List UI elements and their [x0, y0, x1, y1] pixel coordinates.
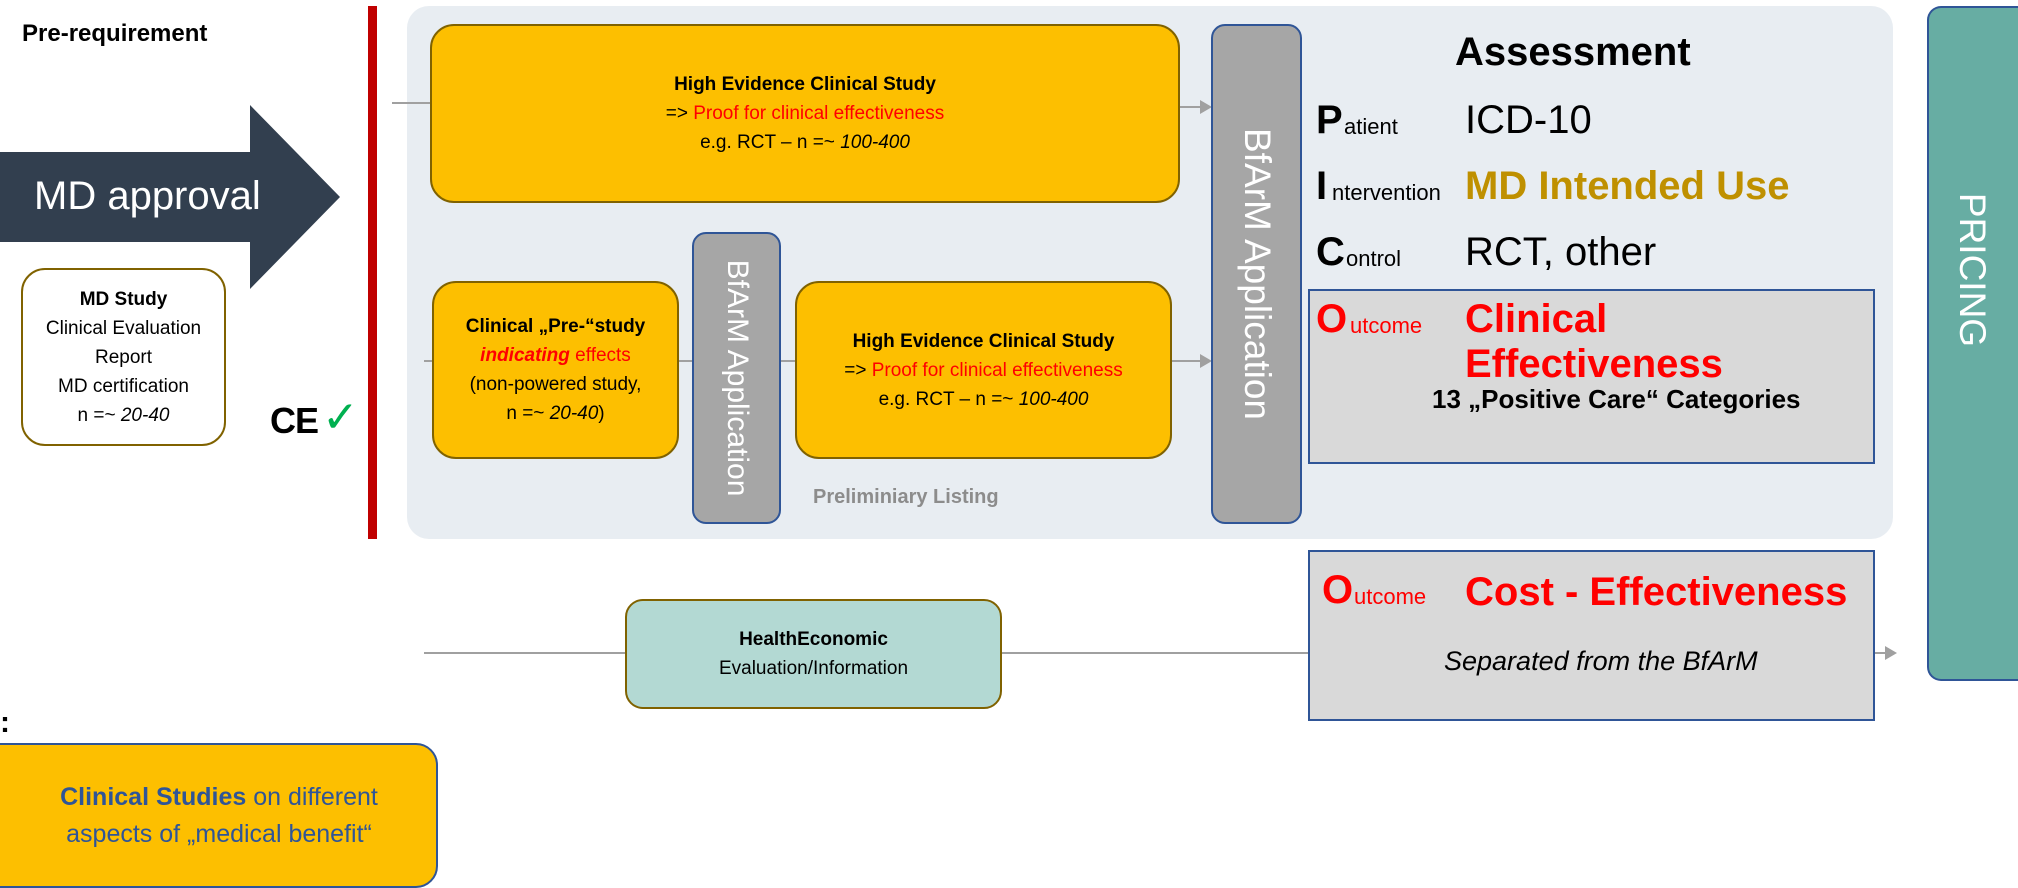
legend-bold: Clinical Studies	[60, 782, 247, 811]
md-study-n-prefix: n =~	[77, 404, 121, 426]
assessment-title: Assessment	[1455, 30, 1691, 74]
high-evidence-mid-proof-text: Proof for clinical effectiveness	[871, 359, 1123, 381]
md-study-line3: MD certification	[58, 375, 189, 397]
arrowhead-pricing	[1885, 646, 1897, 660]
high-evidence-top-proof-text: Proof for clinical effectiveness	[693, 103, 945, 124]
preliminary-listing-label: Preliminiary Listing	[813, 486, 999, 508]
connector-health-out	[1002, 652, 1308, 654]
clinical-pre-study-box: Clinical „Pre-“study indicating effects …	[432, 281, 679, 459]
high-evidence-top-eg-text: e.g. RCT – n =~	[700, 132, 841, 153]
connector-mid-a	[678, 360, 693, 362]
bfarm-small-label: BfArM Application	[720, 259, 754, 497]
md-approval-label: MD approval	[34, 174, 261, 218]
high-evidence-top-title: High Evidence Clinical Study	[674, 74, 936, 95]
high-evidence-top-eg: e.g. RCT – n =~ 100-400	[700, 128, 910, 157]
connector-top-out	[1180, 106, 1202, 108]
pricing-label: PRICING	[1951, 192, 1993, 347]
bfarm-application-large: BfArM Application	[1211, 24, 1302, 524]
control-value: RCT, other	[1465, 230, 1657, 274]
check-icon: ✓	[322, 393, 359, 442]
high-evidence-mid-arrow: =>	[844, 359, 872, 381]
pre-study-non-powered: (non-powered study,	[469, 374, 642, 395]
high-evidence-top-n: 100-400	[840, 132, 910, 153]
intervention-value: MD Intended Use	[1465, 164, 1790, 208]
cost-outcome-rest: utcome	[1354, 584, 1427, 609]
health-economic-subtitle: Evaluation/Information	[718, 658, 909, 679]
pre-study-title: Clinical „Pre-“study	[465, 316, 646, 337]
high-evidence-top-arrow: =>	[665, 103, 694, 124]
cost-outcome-box: O utcome Cost - Effectiveness Separated …	[1308, 550, 1875, 721]
ce-mark: CE	[270, 400, 319, 441]
pico-patient-row: P atient ICD-10	[1316, 98, 1876, 148]
clinical-outcome-letter: O	[1316, 297, 1348, 341]
health-economic-title: HealthEconomic	[739, 629, 888, 650]
legend-colon: :	[0, 706, 10, 739]
cost-outcome-letter: O	[1322, 568, 1354, 612]
pre-study-n-prefix: n =~	[506, 403, 550, 424]
pre-study-effects-text: effects	[569, 345, 631, 366]
arrowhead-mid	[1200, 354, 1212, 368]
connector-mid-out	[1172, 360, 1202, 362]
legend-box: Clinical Studies on different aspects of…	[0, 743, 438, 888]
legend-line2: aspects of „medical benefit“	[66, 819, 372, 848]
patient-value: ICD-10	[1465, 98, 1592, 142]
pre-study-n-value: 20-40	[549, 403, 599, 424]
connector-pricing	[1874, 652, 1888, 654]
high-evidence-mid-eg-text: e.g. RCT – n =~	[878, 388, 1019, 410]
positive-care-categories: 13 „Positive Care“ Categories	[1432, 384, 1801, 414]
intervention-rest: ntervention	[1332, 180, 1441, 205]
pre-study-n: n =~ 20-40)	[506, 399, 604, 428]
md-study-box: MD Study Clinical Evaluation Report MD c…	[21, 268, 226, 446]
clinical-outcome-value: Clinical Effectiveness	[1465, 297, 1723, 386]
high-evidence-top-proof: => Proof for clinical effectiveness	[666, 99, 944, 128]
control-letter: C	[1316, 230, 1345, 274]
md-study-line1: Clinical Evaluation	[45, 317, 202, 339]
high-evidence-mid-n: 100-400	[1018, 388, 1089, 410]
clinical-outcome-box: O utcome Clinical Effectiveness 13 „Posi…	[1308, 289, 1875, 464]
arrowhead-top	[1200, 100, 1212, 114]
high-evidence-mid-title: High Evidence Clinical Study	[852, 330, 1115, 352]
connector-mid-b	[781, 360, 797, 362]
patient-letter: P	[1316, 98, 1343, 142]
pre-requirement-label: Pre-requirement	[22, 20, 208, 47]
md-study-line2: Report	[94, 346, 153, 368]
md-approval-arrow	[0, 105, 340, 289]
md-study-n-value: 20-40	[120, 404, 170, 426]
pricing-bar: PRICING	[1927, 6, 2018, 681]
md-study-n: n =~ 20-40	[78, 401, 170, 430]
health-economic-box: HealthEconomic Evaluation/Information	[625, 599, 1002, 709]
bfarm-large-label: BfArM Application	[1236, 127, 1278, 421]
pre-study-n-suffix: )	[598, 403, 605, 424]
clinical-outcome-rest: utcome	[1350, 313, 1423, 338]
high-evidence-mid-proof: => Proof for clinical effectiveness	[844, 356, 1122, 385]
control-rest: ontrol	[1346, 246, 1402, 271]
pico-control-row: C ontrol RCT, other	[1316, 230, 1876, 280]
intervention-letter: I	[1316, 164, 1328, 208]
pre-study-effects: indicating effects	[480, 341, 631, 370]
connector-top-in	[392, 102, 430, 104]
high-evidence-study-mid: High Evidence Clinical Study => Proof fo…	[795, 281, 1172, 459]
pico-intervention-row: I ntervention MD Intended Use	[1316, 164, 1876, 214]
high-evidence-mid-eg: e.g. RCT – n =~ 100-400	[879, 385, 1089, 414]
legend-line1: Clinical Studies on different	[36, 779, 378, 816]
connector-health-in	[424, 652, 626, 654]
high-evidence-study-top: High Evidence Clinical Study => Proof fo…	[430, 24, 1180, 203]
connector-mid-in	[424, 360, 434, 362]
pre-study-indicating: indicating	[480, 345, 570, 366]
separated-from-bfarm: Separated from the BfArM	[1444, 646, 1758, 676]
md-study-title: MD Study	[79, 288, 168, 310]
patient-rest: atient	[1344, 114, 1398, 139]
red-divider	[368, 6, 377, 539]
legend-rest1: on different	[246, 782, 378, 811]
bfarm-application-small: BfArM Application	[692, 232, 781, 524]
cost-effectiveness-value: Cost - Effectiveness	[1465, 570, 1848, 614]
